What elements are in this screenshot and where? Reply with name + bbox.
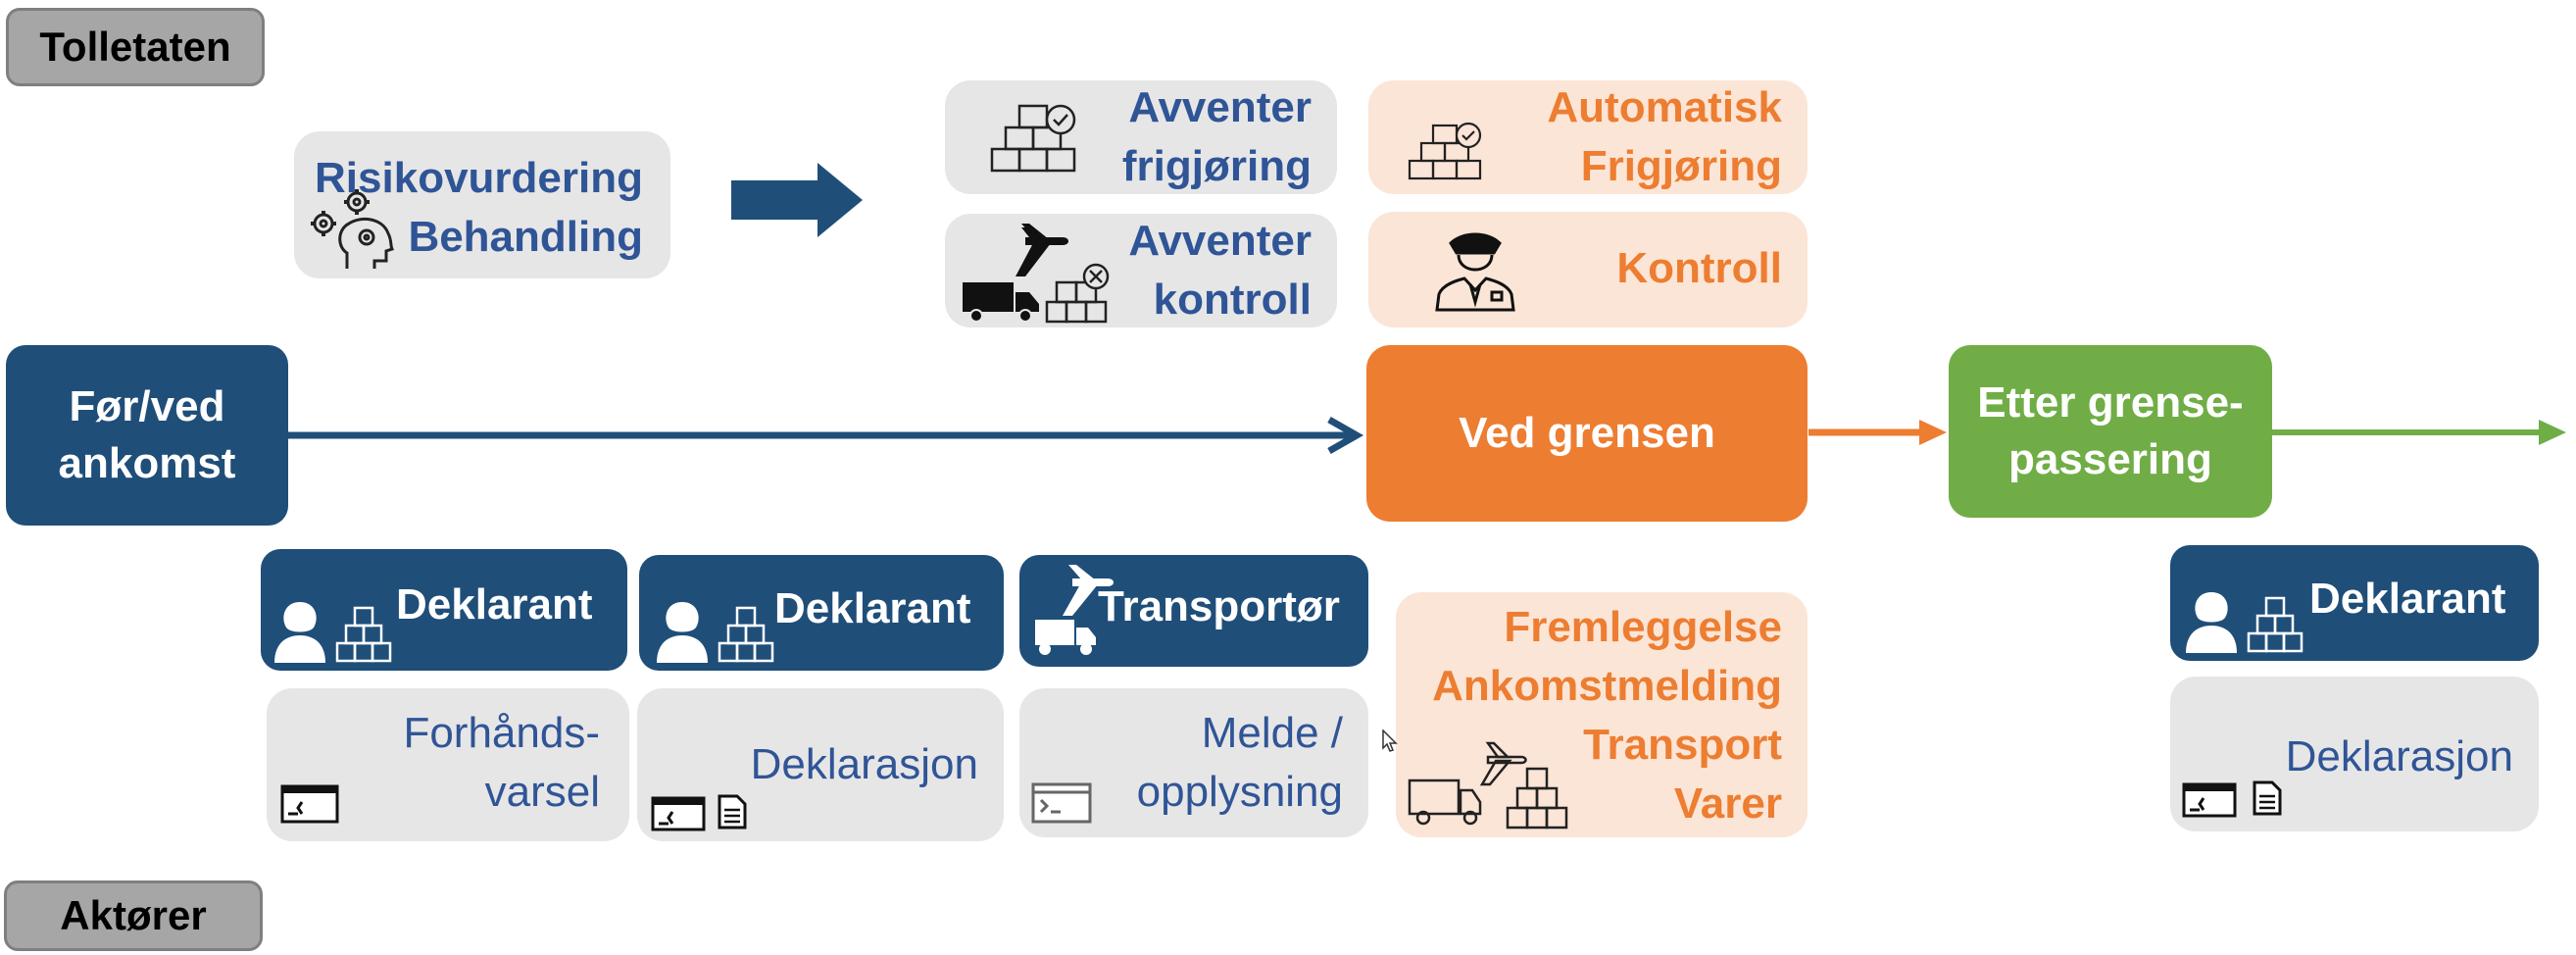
- plane-icon: [965, 224, 1072, 286]
- terminal-icon: [2182, 782, 2237, 818]
- declarant-header-1: Deklarant: [261, 549, 627, 671]
- green-flow-arrow: [2272, 420, 2566, 445]
- declarant-header-3: Deklarant: [2170, 545, 2539, 661]
- transporter-header: Transportør: [1019, 555, 1368, 667]
- stage-before-arrival: Før/ved ankomst: [6, 345, 288, 526]
- report-box: Melde / opplysning: [1019, 688, 1368, 837]
- auto-release-line2: Frigjøring: [1580, 142, 1782, 190]
- presentation-line3: Transport: [1583, 721, 1782, 769]
- control-label: Kontroll: [1616, 244, 1782, 292]
- declaration-label-2: Deklarasjon: [2285, 732, 2513, 780]
- agency-label: Tolletaten: [39, 24, 231, 70]
- person-boxes-icon: [2182, 582, 2304, 655]
- truck-plane-boxes-icon: [1406, 726, 1572, 833]
- presentation-line1: Fremleggelse: [1504, 603, 1782, 651]
- declarant-label-2: Deklarant: [774, 584, 971, 632]
- stage-before-line1: Før/ved: [69, 382, 225, 430]
- advance-notice-box: Forhånds- varsel: [267, 688, 629, 841]
- transporter-label: Transportør: [1098, 582, 1340, 630]
- boxes-check-icon: [1408, 120, 1486, 180]
- big-block-arrow: [731, 163, 863, 237]
- await-release-line2: frigjøring: [1121, 142, 1312, 190]
- auto-release-line1: Automatisk: [1547, 83, 1782, 131]
- declaration-box-2: Deklarasjon: [2170, 677, 2539, 831]
- stage-after-crossing: Etter grense- passering: [1949, 345, 2272, 518]
- await-release-box: Avventer frigjøring: [945, 80, 1337, 194]
- boxes-x-icon: [1045, 263, 1114, 324]
- agency-tag: Tolletaten: [6, 8, 265, 86]
- risk-box: Risikovurdering Behandling: [294, 131, 670, 278]
- control-box: Kontroll: [1368, 212, 1808, 327]
- orange-flow-arrow: [1808, 420, 1947, 445]
- stage-after-line2: passering: [2008, 435, 2212, 483]
- presentation-line2: Ankomstmelding: [1432, 662, 1782, 710]
- declaration-box-1: Deklarasjon: [637, 688, 1004, 841]
- navy-flow-arrow: [286, 416, 1364, 455]
- stage-at-border: Ved grensen: [1366, 345, 1808, 522]
- presentation-line4: Varer: [1673, 779, 1782, 828]
- await-release-line1: Avventer: [1128, 83, 1312, 131]
- console-icon: [1031, 782, 1092, 824]
- stage-border-label: Ved grensen: [1459, 409, 1715, 457]
- head-gears-icon: [308, 184, 398, 271]
- report-line1: Melde /: [1201, 709, 1343, 757]
- auto-release-box: Automatisk Frigjøring: [1368, 80, 1808, 194]
- report-line2: opplysning: [1136, 768, 1343, 816]
- await-control-line2: kontroll: [1153, 276, 1312, 324]
- person-boxes-icon: [653, 592, 774, 665]
- mouse-cursor-icon: [1382, 729, 1398, 753]
- advance-notice-line2: varsel: [484, 768, 600, 816]
- stage-after-line1: Etter grense-: [1977, 378, 2244, 427]
- actors-label: Aktører: [60, 892, 207, 938]
- risk-line2: Behandling: [408, 213, 643, 261]
- stage-before-line2: ankomst: [58, 439, 236, 487]
- person-boxes-icon: [271, 592, 392, 665]
- officer-icon: [1433, 229, 1517, 312]
- advance-notice-line1: Forhånds-: [403, 709, 600, 757]
- await-control-box: Avventer kontroll: [945, 214, 1337, 327]
- actors-tag: Aktører: [4, 880, 263, 951]
- terminal-icon: [280, 784, 339, 824]
- presentation-box: Fremleggelse Ankomstmelding Transport Va…: [1396, 592, 1808, 837]
- document-icon: [2253, 780, 2282, 816]
- declaration-label-1: Deklarasjon: [750, 740, 978, 788]
- await-control-line1: Avventer: [1128, 217, 1312, 265]
- document-icon: [718, 794, 747, 829]
- truck-icon: [963, 278, 1041, 324]
- declarant-header-2: Deklarant: [639, 555, 1004, 671]
- plane-truck-icon: [1029, 561, 1115, 663]
- boxes-check-icon: [990, 102, 1080, 173]
- risk-line1: Risikovurdering: [315, 154, 643, 202]
- declarant-label-1: Deklarant: [396, 580, 593, 628]
- declarant-label-3: Deklarant: [2309, 575, 2506, 623]
- terminal-icon: [651, 796, 706, 831]
